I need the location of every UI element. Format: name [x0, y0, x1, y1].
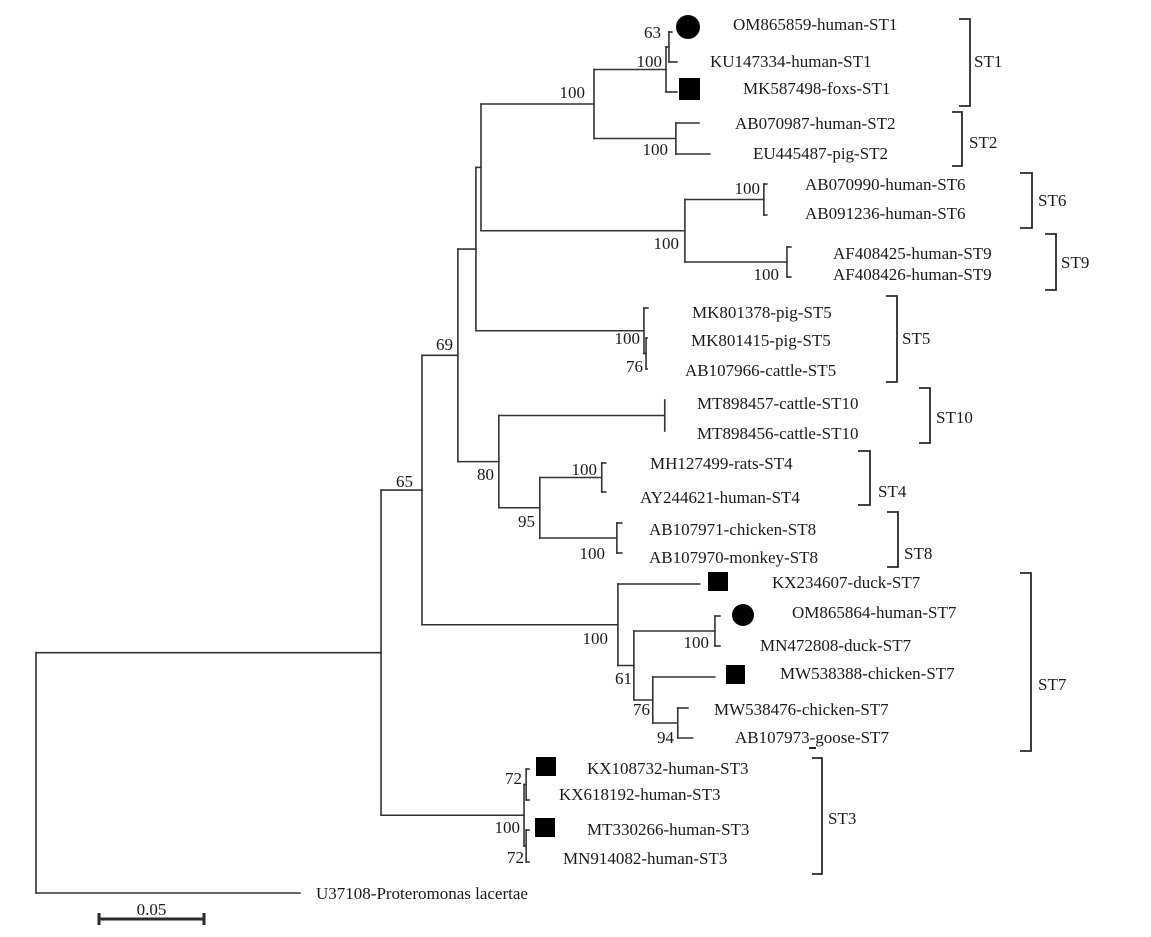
taxon-label: MT898456-cattle-ST10 — [697, 424, 858, 443]
bootstrap-value: 94 — [657, 728, 675, 747]
taxon-label: AB070987-human-ST2 — [735, 114, 896, 133]
taxon-label: AF408426-human-ST9 — [833, 265, 992, 284]
taxon-label: AB070990-human-ST6 — [805, 175, 966, 194]
taxon-label: OM865859-human-ST1 — [733, 15, 897, 34]
clade-bracket — [919, 387, 931, 444]
bootstrap-value: 100 — [615, 329, 641, 348]
bootstrap-value: 100 — [637, 52, 663, 71]
bootstrap-value: 76 — [626, 357, 643, 376]
clade-bracket — [959, 18, 971, 107]
taxon-label: AB107970-monkey-ST8 — [649, 548, 818, 567]
bootstrap-value: 100 — [654, 234, 680, 253]
bootstrap-value: 76 — [633, 700, 650, 719]
taxon-label: KX618192-human-ST3 — [559, 785, 720, 804]
taxon-label: KU147334-human-ST1 — [710, 52, 871, 71]
bootstrap-value: 100 — [754, 265, 780, 284]
clade-label: ST7 — [1038, 675, 1067, 694]
clade-label: ST4 — [878, 482, 907, 501]
filled-square-icon — [536, 757, 556, 776]
taxon-label: MT898457-cattle-ST10 — [697, 394, 858, 413]
clade-bracket — [1020, 572, 1032, 752]
taxon-label: MK587498-foxs-ST1 — [743, 79, 890, 98]
bootstrap-value: 69 — [436, 335, 453, 354]
clade-bracket — [812, 757, 823, 875]
bootstrap-value: 100 — [583, 629, 609, 648]
scale-bar: 0.05 — [97, 900, 206, 925]
bootstrap-value: 72 — [505, 769, 522, 788]
bootstrap-value: 100 — [572, 460, 598, 479]
taxon-label: KX108732-human-ST3 — [587, 759, 748, 778]
clade-bracket — [1045, 233, 1057, 291]
clade-bracket — [952, 111, 963, 167]
scale-bar-label: 0.05 — [137, 900, 167, 919]
taxon-label: AY244621-human-ST4 — [640, 488, 800, 507]
taxon-label: U37108-Proteromonas lacertae — [316, 884, 528, 903]
taxon-label: MW538388-chicken-ST7 — [780, 664, 955, 683]
taxon-label: MN472808-duck-ST7 — [760, 636, 912, 655]
filled-square-icon — [708, 572, 728, 591]
taxon-label: MK801415-pig-ST5 — [691, 331, 831, 350]
bootstrap-value: 63 — [644, 23, 661, 42]
taxon-labels: OM865859-human-ST1KU147334-human-ST1MK58… — [316, 15, 992, 903]
taxon-label: AF408425-human-ST9 — [833, 244, 992, 263]
taxon-label: MW538476-chicken-ST7 — [714, 700, 889, 719]
taxon-label: AB107971-chicken-ST8 — [649, 520, 816, 539]
bootstrap-value: 72 — [507, 848, 524, 867]
clade-label: ST10 — [936, 408, 973, 427]
bootstrap-value: 61 — [615, 669, 632, 688]
clade-bracket — [858, 450, 871, 506]
clade-bracket — [1020, 172, 1033, 229]
clade-label: ST2 — [969, 133, 997, 152]
filled-square-icon — [679, 78, 700, 100]
taxon-label: MH127499-rats-ST4 — [650, 454, 793, 473]
clade-bracket — [886, 295, 898, 383]
taxon-label: AB107973-goose-ST7 — [735, 728, 889, 747]
taxon-label: KX234607-duck-ST7 — [772, 573, 921, 592]
taxon-label: AB107966-cattle-ST5 — [685, 361, 836, 380]
taxon-label: EU445487-pig-ST2 — [753, 144, 888, 163]
clade-label: ST8 — [904, 544, 932, 563]
clade-label: ST1 — [974, 52, 1002, 71]
bootstrap-value: 95 — [518, 512, 535, 531]
bootstrap-value: 100 — [735, 179, 761, 198]
bootstrap-value: 65 — [396, 472, 413, 491]
taxon-label: MN914082-human-ST3 — [563, 849, 727, 868]
bootstrap-value: 100 — [643, 140, 669, 159]
taxon-label: AB091236-human-ST6 — [805, 204, 966, 223]
filled-square-icon — [726, 665, 745, 684]
filled-circle-icon — [732, 604, 754, 626]
clade-label: ST9 — [1061, 253, 1089, 272]
clade-label: ST5 — [902, 329, 930, 348]
bootstrap-value: 100 — [560, 83, 586, 102]
bootstrap-value: 100 — [580, 544, 606, 563]
sample-markers — [535, 15, 754, 837]
bootstrap-value: 100 — [495, 818, 521, 837]
taxon-label: MT330266-human-ST3 — [587, 820, 749, 839]
filled-square-icon — [535, 818, 555, 837]
taxon-label: OM865864-human-ST7 — [792, 603, 957, 622]
clade-label: ST3 — [828, 809, 856, 828]
bootstrap-value: 100 — [684, 633, 710, 652]
bootstrap-values: 65 69 100 100 63 100 100 100 100 100 76 80 95 100 100 1… — [396, 23, 779, 867]
clade-bracket — [887, 511, 899, 568]
filled-circle-icon — [676, 15, 700, 39]
tree-branches — [35, 31, 792, 894]
bootstrap-value: 80 — [477, 465, 494, 484]
clade-label: ST6 — [1038, 191, 1066, 210]
taxon-label: MK801378-pig-ST5 — [692, 303, 832, 322]
